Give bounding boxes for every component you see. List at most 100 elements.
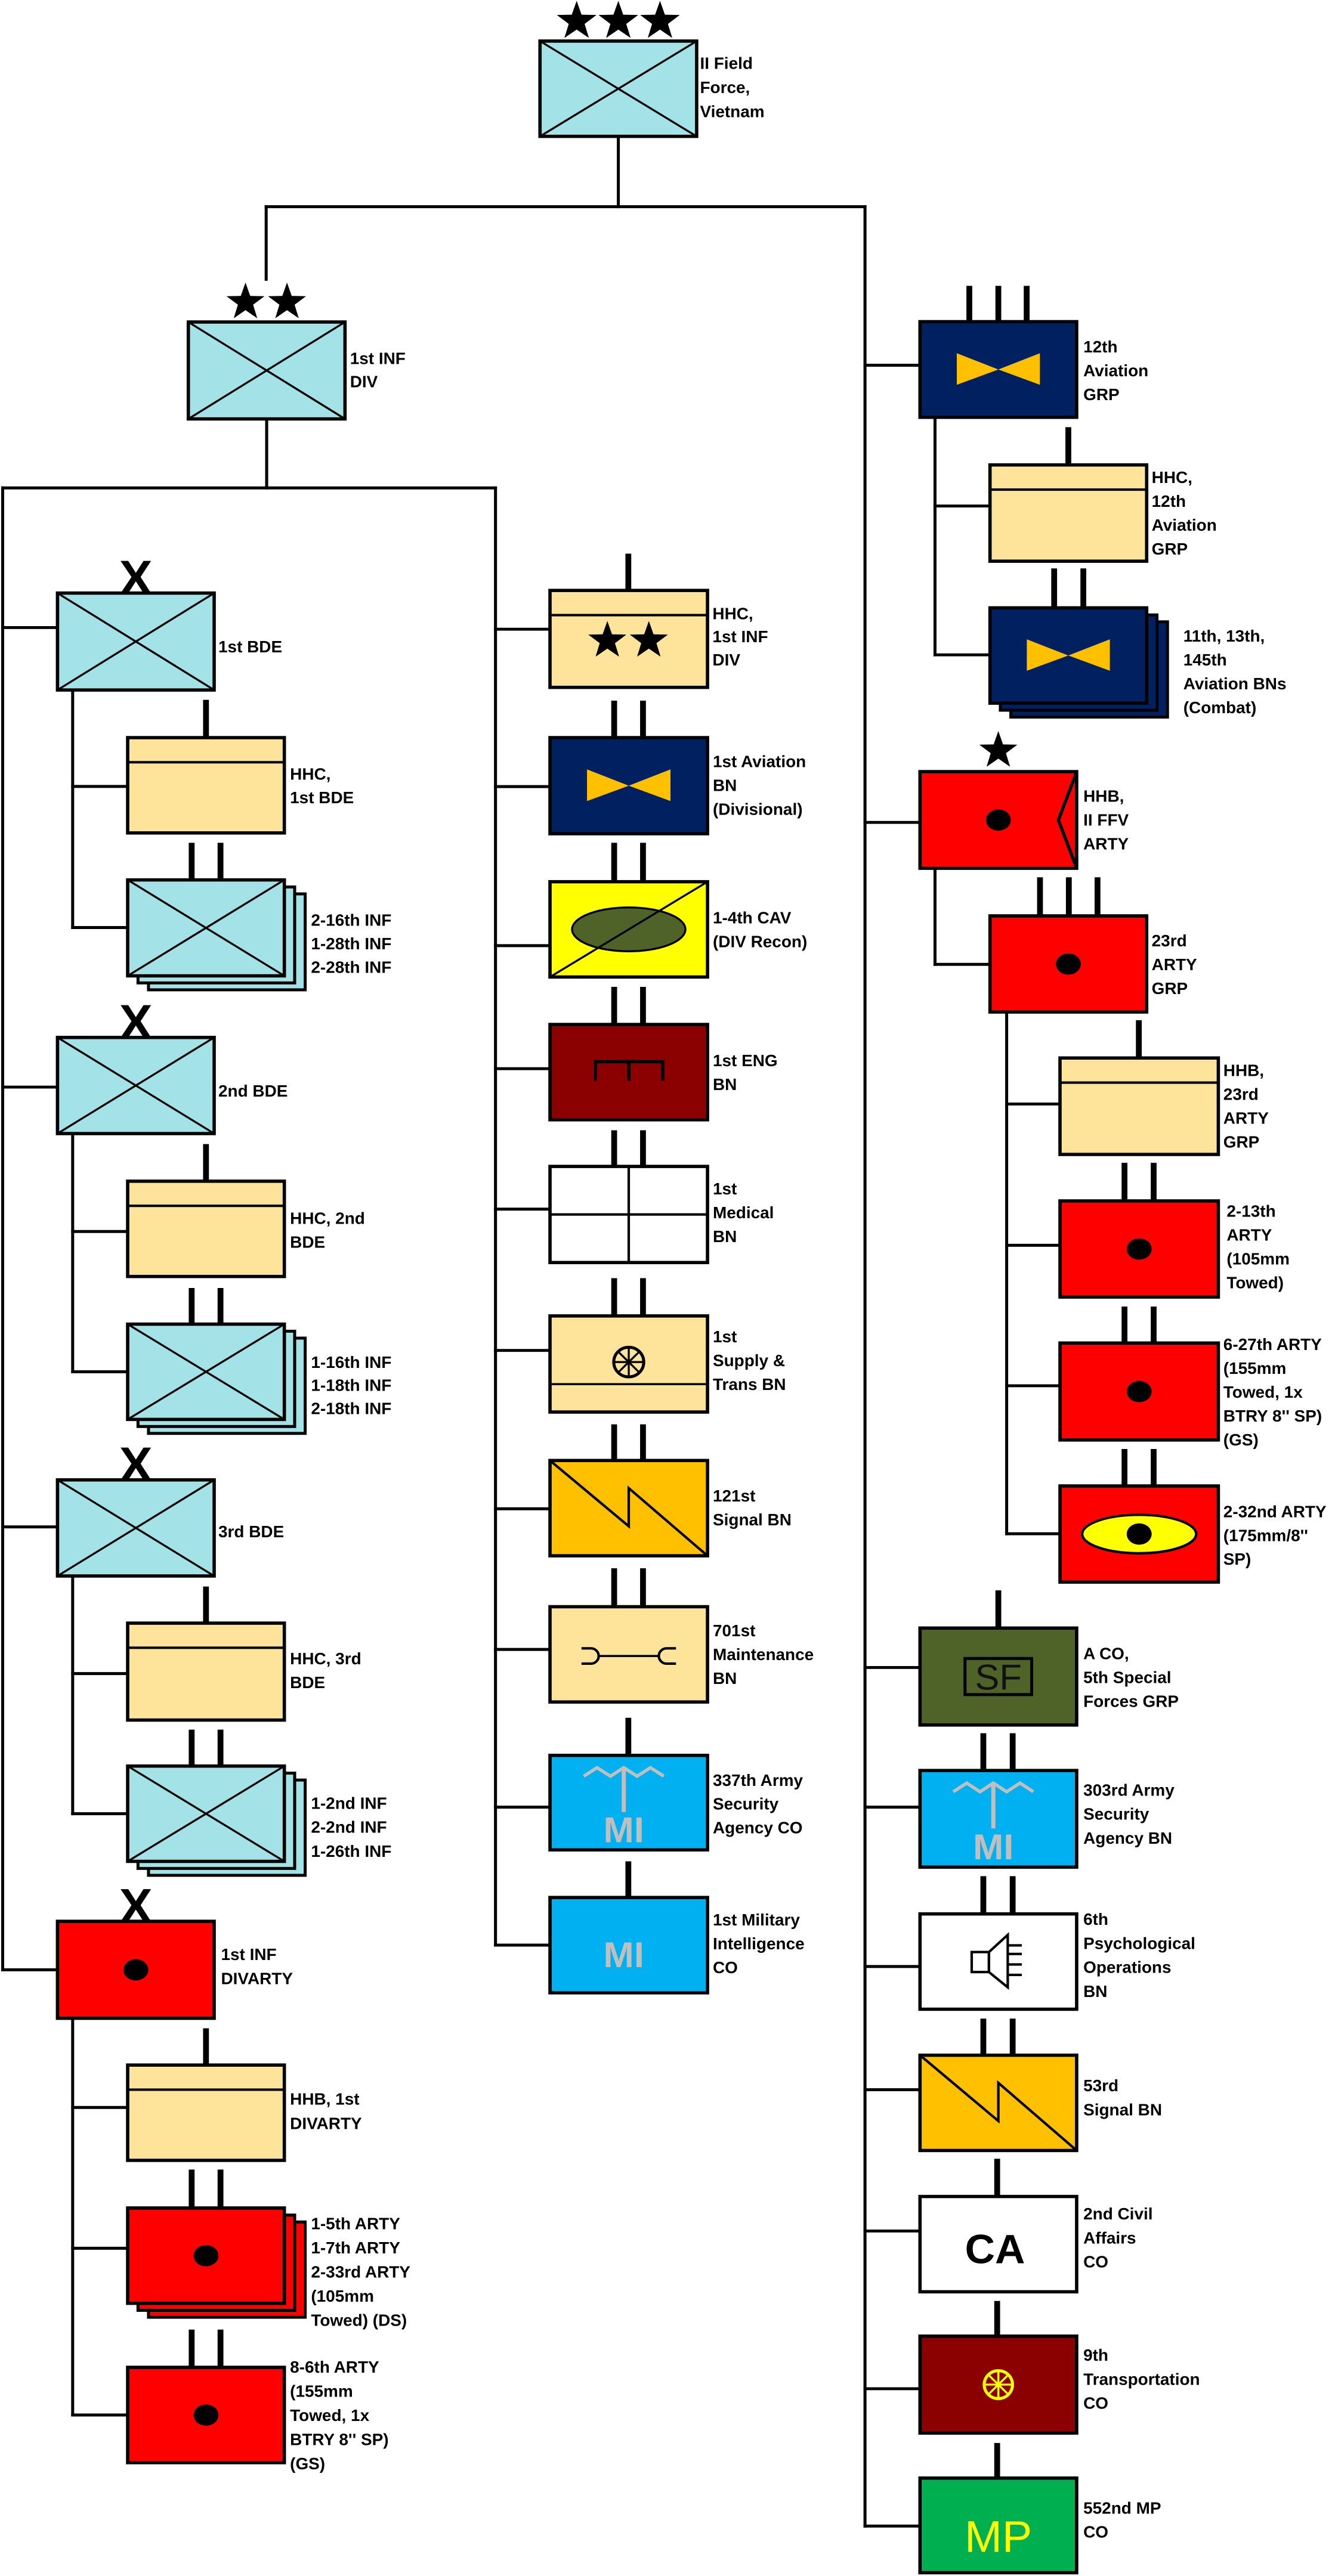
unit-label-line: 2-13th (1226, 1202, 1275, 1221)
unit-label-line: HHC, (290, 764, 330, 783)
unit-frame (918, 2476, 1078, 2575)
unit-frame (988, 606, 1149, 705)
loudspeaker-icon (987, 1932, 1009, 1990)
unit-label-line: Vietnam (700, 103, 764, 121)
unit-label-line: Security (713, 1795, 779, 1813)
unit-label-line: 2-2nd INF (311, 1818, 387, 1837)
mi-symbol-text: MI (973, 1827, 1013, 1868)
unit-label-line: 1st Aviation (713, 753, 806, 771)
unit-label-line: 1-16th INF (311, 1353, 391, 1371)
unit-label-line: Supply & (713, 1351, 785, 1370)
unit-label-line: Aviation (1083, 361, 1148, 380)
infantry-cross-line (127, 879, 285, 977)
unit-label-line: (GS) (1223, 1431, 1259, 1449)
unit-frame (918, 2194, 1078, 2294)
unit-label-line: A CO, (1083, 1645, 1129, 1663)
unit-label-line: 6th (1083, 1910, 1108, 1928)
unit-frame (548, 589, 709, 689)
unit-label-line: (Combat) (1183, 698, 1257, 717)
unit-label-line: Signal BN (1083, 2101, 1162, 2119)
unit-label-line: 1st BDE (218, 637, 282, 656)
unit-label-line: 1-7th ARTY (311, 2238, 400, 2257)
cavalry-slash-line (549, 881, 708, 978)
unit-label-line: 1st INF (712, 627, 768, 646)
unit-label-line: (Divisional) (713, 800, 803, 819)
unit-label-line: BDE (290, 1673, 325, 1692)
unit-hhc-bde1[interactable]: HHC,1st BDE (126, 699, 354, 835)
aviation-bowtie-icon (998, 353, 1040, 385)
star-icon (226, 282, 265, 318)
unit-label-line: Forces GRP (1083, 1692, 1179, 1711)
unit-label-line: SP) (1223, 1550, 1251, 1568)
unit-label-line: (155mm (290, 2382, 353, 2401)
unit-label-line: CO (1083, 2253, 1108, 2271)
unit-a232[interactable]: 2-32nd ARTY(175mm/8''SP) (1058, 1449, 1327, 1584)
unit-label-line: Aviation BNs (1183, 674, 1287, 693)
connector-lines (1, 135, 1062, 2528)
mp-symbol-text: MP (965, 2512, 1032, 2561)
aviation-bowtie-icon (587, 769, 629, 801)
unit-label-line: 11th, 13th, (1183, 627, 1265, 645)
unit-label-line: BN (713, 1227, 737, 1246)
aviation-bowtie-icon (1027, 639, 1068, 671)
unit-label-line: 12th (1152, 492, 1186, 510)
aviation-bowtie-icon (629, 769, 671, 801)
transport-wheel-icon-spoke (617, 1351, 641, 1373)
unit-label-line: GRP (1223, 1133, 1260, 1151)
unit-frame (918, 1912, 1078, 2011)
unit-frame (1058, 1056, 1220, 1156)
unit-label-line: ARTY (1223, 1109, 1269, 1128)
unit-label-line: Security (1083, 1805, 1149, 1823)
unit-frame (126, 1179, 286, 1278)
unit-cav[interactable]: 1-4th CAV(DIV Recon) (548, 843, 807, 979)
unit-label-line: HHB, (1223, 1061, 1264, 1080)
artillery-dot-icon (1126, 1523, 1152, 1545)
unit-label-line: II Field (700, 54, 752, 73)
sf-tab-frame (963, 1657, 1034, 1696)
unit-label-line: BTRY 8'' SP) (1223, 1407, 1322, 1425)
unit-label-line: HHC, (1152, 468, 1192, 487)
infantry-cross-line (539, 40, 697, 138)
unit-label-line: Transportation (1083, 2370, 1200, 2388)
